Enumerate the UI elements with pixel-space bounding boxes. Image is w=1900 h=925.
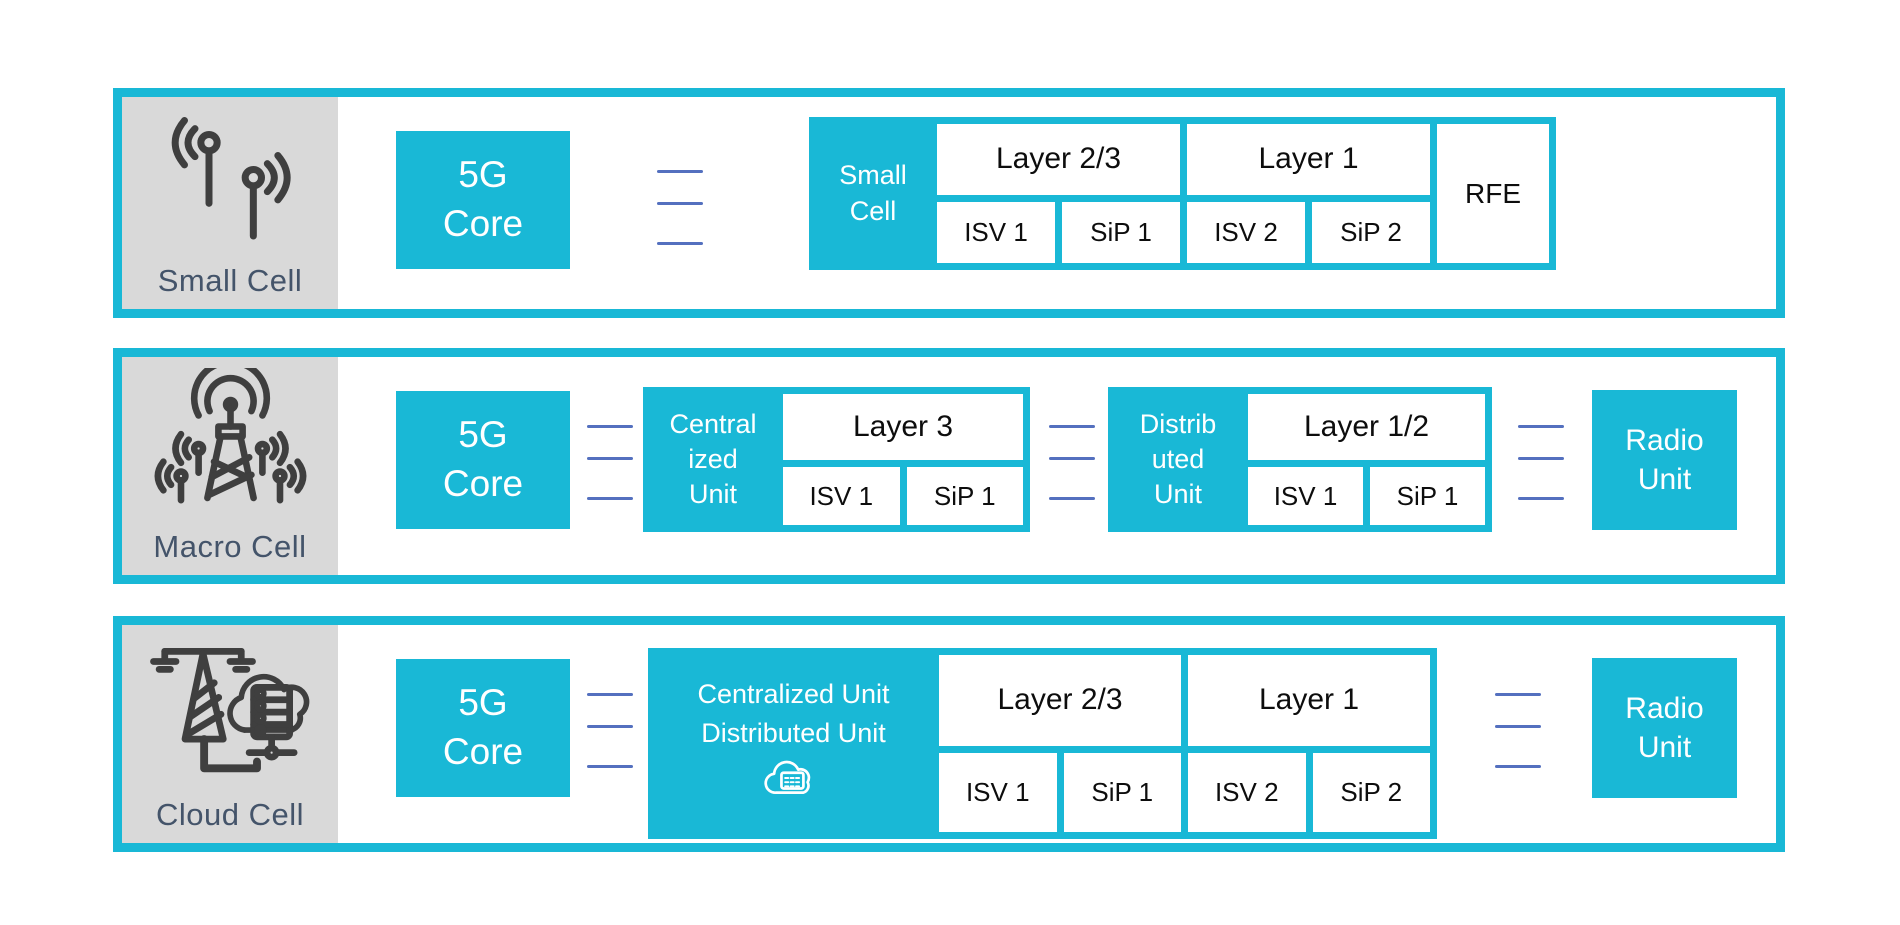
centralized-unit-stack: Central ized Unit Layer 3 ISV 1 SiP 1 <box>643 387 1030 532</box>
small-cell-antennas-icon <box>122 97 338 263</box>
sip1-cell: SiP 1 <box>906 467 1023 525</box>
sip2-cell: SiP 2 <box>1312 201 1430 263</box>
connector-dash <box>587 725 633 728</box>
connector-dash <box>587 765 633 768</box>
sip1-cell: SiP 1 <box>1370 467 1485 525</box>
layer-12-header: Layer 1/2 <box>1248 394 1485 461</box>
stack-label-line: Cell <box>849 195 897 226</box>
layer-1-group: Layer 1 ISV 2 SiP 2 <box>1188 655 1430 832</box>
isv1-cell: ISV 1 <box>939 752 1057 832</box>
macro-cell-5g-core-box: 5G Core <box>396 391 570 529</box>
isv1-cell: ISV 1 <box>937 201 1055 263</box>
core-line: Core <box>442 203 524 244</box>
row-small-cell: Small Cell 5G Core Small Cell Layer 2/3 … <box>113 88 1785 318</box>
connector-dash <box>1495 693 1541 696</box>
connector-dash <box>1495 725 1541 728</box>
connector-core-to-cudu <box>587 693 633 768</box>
layer-23-header: Layer 2/3 <box>939 655 1181 746</box>
stack-label-line: Small <box>839 160 907 191</box>
connector-du-to-radio <box>1518 425 1564 500</box>
distributed-unit-label: Distrib uted Unit <box>1115 394 1241 525</box>
stack-label-line: uted <box>1151 443 1205 474</box>
isv1-cell: ISV 1 <box>1248 467 1363 525</box>
layer-1-header: Layer 1 <box>1187 124 1430 195</box>
connector-cu-to-du <box>1049 425 1095 500</box>
connector-dash <box>657 170 703 173</box>
connector-dash <box>587 425 633 428</box>
cloud-cell-panel-label: Cloud Cell <box>155 797 304 832</box>
macro-radio-unit-box: Radio Unit <box>1592 390 1737 530</box>
connector-dash <box>657 242 703 245</box>
isv2-cell: ISV 2 <box>1187 201 1305 263</box>
radio-line: Radio <box>1625 692 1704 725</box>
isv2-cell: ISV 2 <box>1188 752 1306 832</box>
sip2-cell: SiP 2 <box>1312 752 1430 832</box>
layer-12-group: Layer 1/2 ISV 1 SiP 1 <box>1248 394 1485 525</box>
radio-line: Radio <box>1625 424 1704 457</box>
layer-23-group: Layer 2/3 ISV 1 SiP 1 <box>939 655 1181 832</box>
connector-dash <box>1495 765 1541 768</box>
macro-cell-panel: Macro Cell <box>122 357 338 575</box>
core-line: Core <box>442 463 524 504</box>
stack-label-line: ized <box>688 443 738 474</box>
connector-dash <box>1518 497 1564 500</box>
rfe-box: RFE <box>1437 124 1549 263</box>
stack-label-line: Unit <box>688 479 737 510</box>
cloud-cell-5g-core-box: 5G Core <box>396 659 570 797</box>
cloud-radio-unit-box: Radio Unit <box>1592 658 1737 798</box>
connector-dash <box>587 693 633 696</box>
cloud-cell-tower-icon <box>122 625 338 797</box>
small-cell-stack-label: Small Cell <box>816 124 930 263</box>
layer-1-group: Layer 1 ISV 2 SiP 2 <box>1187 124 1430 263</box>
connector-dash <box>1049 425 1095 428</box>
stack-label-line: Distrib <box>1139 408 1217 439</box>
sip1-cell: SiP 1 <box>1062 201 1180 263</box>
cloud-cudu-label: Centralized Unit Distributed Unit <box>655 655 932 832</box>
core-line: 5G <box>458 682 508 724</box>
stack-label-line: Centralized Unit <box>697 678 890 709</box>
small-cell-panel-label: Small Cell <box>157 263 303 298</box>
core-line: 5G <box>458 414 508 456</box>
row-cloud-cell: Cloud Cell 5G Core Centralized Unit Dist… <box>113 616 1785 852</box>
connector-dash <box>657 202 703 205</box>
layer-23-group: Layer 2/3 ISV 1 SiP 1 <box>937 124 1180 263</box>
radio-line: Unit <box>1637 731 1692 764</box>
connector-core-to-smallcell <box>657 170 703 245</box>
cloud-cell-panel: Cloud Cell <box>122 625 338 843</box>
connector-dash <box>587 497 633 500</box>
connector-dash <box>1049 497 1095 500</box>
small-cell-5g-core-box: 5G Core <box>396 131 570 269</box>
isv1-cell: ISV 1 <box>783 467 900 525</box>
layer-1-header: Layer 1 <box>1188 655 1430 746</box>
sip1-cell: SiP 1 <box>1063 752 1181 832</box>
cloud-cudu-stack: Centralized Unit Distributed Unit Layer … <box>648 648 1437 839</box>
layer-3-group: Layer 3 ISV 1 SiP 1 <box>783 394 1023 525</box>
distributed-unit-stack: Distrib uted Unit Layer 1/2 ISV 1 SiP 1 <box>1108 387 1492 532</box>
stack-label-line: Unit <box>1153 479 1202 510</box>
centralized-unit-label: Central ized Unit <box>650 394 776 525</box>
connector-cudu-to-radio <box>1495 693 1541 768</box>
radio-line: Unit <box>1637 463 1692 496</box>
stack-label-line: Central <box>669 408 757 439</box>
core-line: Core <box>442 731 524 772</box>
core-line: 5G <box>458 154 508 196</box>
connector-dash <box>1518 457 1564 460</box>
connector-dash <box>587 457 633 460</box>
connector-dash <box>1518 425 1564 428</box>
stack-label-line: Distributed Unit <box>701 717 886 748</box>
macro-cell-panel-label: Macro Cell <box>153 529 307 564</box>
connector-dash <box>1049 457 1095 460</box>
small-cell-stack: Small Cell Layer 2/3 ISV 1 SiP 1 Layer 1… <box>809 117 1556 270</box>
macro-cell-tower-icon <box>122 357 338 529</box>
cloud-server-icon <box>760 755 828 810</box>
connector-core-to-cu <box>587 425 633 500</box>
small-cell-panel: Small Cell <box>122 97 338 309</box>
layer-23-header: Layer 2/3 <box>937 124 1180 195</box>
layer-3-header: Layer 3 <box>783 394 1023 461</box>
row-macro-cell: Macro Cell 5G Core Central ized Unit Lay… <box>113 348 1785 584</box>
